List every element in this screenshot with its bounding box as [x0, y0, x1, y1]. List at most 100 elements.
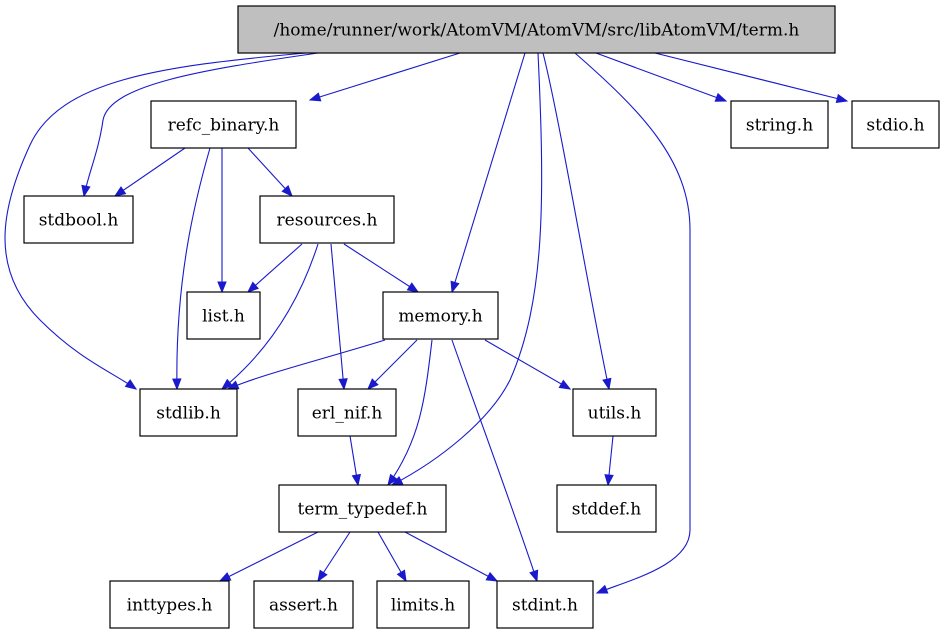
edge-term-to-utils — [542, 52, 612, 391]
arrowhead — [338, 378, 348, 391]
edge-refc-to-resources — [247, 147, 293, 197]
edge-line — [83, 52, 319, 197]
node-label: stddef.h — [572, 500, 641, 520]
node-box — [278, 484, 447, 533]
node-label: inttypes.h — [127, 596, 213, 616]
edge-resources-to-memory — [343, 243, 420, 293]
edge-line — [247, 147, 293, 197]
node-stdbool[interactable]: stdbool.h — [23, 195, 134, 244]
edge-line — [542, 52, 610, 390]
arrowhead — [485, 571, 499, 582]
arrowhead — [220, 378, 234, 390]
node-box — [139, 388, 238, 437]
edge-memory-to-stdlib — [226, 339, 386, 390]
edge-line — [404, 531, 498, 582]
edge-term-to-stdint — [574, 52, 691, 594]
arrowhead — [113, 186, 127, 197]
edge-resources-to-list — [246, 243, 303, 293]
node-term[interactable]: /home/runner/work/AtomVM/AtomVM/src/libA… — [237, 5, 836, 54]
edge-line — [221, 243, 319, 390]
node-label: string.h — [746, 116, 813, 136]
edge-line — [367, 339, 418, 390]
edge-term-to-string — [595, 52, 728, 102]
arrowhead — [367, 378, 379, 390]
node-assert[interactable]: assert.h — [253, 580, 354, 629]
edge-erlnif-to-termtypedef — [349, 435, 361, 487]
edge-term-to-stdbool — [81, 52, 319, 198]
node-label: assert.h — [269, 596, 338, 616]
node-label: list.h — [202, 307, 245, 327]
edge-term-to-stdio — [654, 52, 849, 104]
node-stdint[interactable]: stdint.h — [496, 580, 594, 629]
node-termtypedef[interactable]: term_typedef.h — [278, 484, 447, 533]
node-box — [572, 388, 657, 437]
node-label: stdint.h — [512, 596, 578, 616]
node-stdlib[interactable]: stdlib.h — [139, 388, 238, 437]
node-resources[interactable]: resources.h — [259, 195, 395, 244]
node-box — [556, 484, 657, 533]
node-box — [259, 195, 395, 244]
edge-memory-to-termtypedef — [387, 339, 433, 487]
arrowhead — [406, 282, 420, 293]
node-box — [496, 580, 594, 629]
edge-line — [343, 243, 419, 293]
node-stddef[interactable]: stddef.h — [556, 484, 657, 533]
arrowhead — [281, 185, 293, 197]
node-box — [730, 100, 829, 149]
edge-line — [595, 52, 727, 102]
arrowhead — [835, 93, 849, 104]
node-string[interactable]: string.h — [730, 100, 829, 149]
arrowhead — [317, 569, 328, 583]
arrowhead — [124, 379, 138, 390]
edge-termtypedef-to-limits — [377, 531, 407, 583]
arrowhead — [217, 281, 227, 294]
node-label: stdlib.h — [156, 404, 221, 424]
node-box — [376, 580, 470, 629]
arrowhead — [714, 92, 728, 102]
arrowhead — [604, 474, 614, 487]
edge-line — [114, 147, 186, 197]
edge-memory-to-erlnif — [367, 339, 418, 390]
edge-line — [451, 339, 538, 582]
edge-line — [227, 339, 386, 390]
node-label: stdio.h — [866, 116, 924, 136]
arrowhead — [172, 378, 182, 391]
node-utils[interactable]: utils.h — [572, 388, 657, 437]
edge-line — [330, 243, 345, 390]
node-label: /home/runner/work/AtomVM/AtomVM/src/libA… — [274, 21, 800, 41]
arrowhead — [558, 379, 572, 390]
node-limits[interactable]: limits.h — [376, 580, 470, 629]
edge-memory-to-utils — [484, 339, 572, 390]
node-label: limits.h — [391, 596, 455, 616]
edge-termtypedef-to-inttypes — [218, 531, 319, 582]
node-label: utils.h — [588, 404, 642, 424]
arrowhead — [218, 572, 232, 582]
node-label: resources.h — [277, 211, 378, 231]
nodes-layer: /home/runner/work/AtomVM/AtomVM/src/libA… — [23, 5, 940, 629]
edge-line — [309, 52, 461, 101]
arrowhead — [308, 92, 322, 102]
node-box — [851, 100, 940, 149]
arrowhead — [351, 473, 361, 487]
node-list[interactable]: list.h — [186, 291, 261, 340]
arrowhead — [529, 569, 539, 583]
node-box — [237, 5, 836, 54]
node-stdio[interactable]: stdio.h — [851, 100, 940, 149]
node-label: refc_binary.h — [168, 116, 280, 136]
node-box — [186, 291, 261, 340]
edge-line — [4, 52, 307, 390]
arrowhead — [595, 584, 609, 594]
node-erlnif[interactable]: erl_nif.h — [297, 388, 397, 437]
edge-line — [484, 339, 571, 390]
edge-utils-to-stddef — [604, 435, 614, 487]
edge-termtypedef-to-stdint — [404, 531, 499, 582]
node-refc[interactable]: refc_binary.h — [150, 100, 297, 149]
edge-term-to-stdlib — [4, 52, 307, 390]
node-inttypes[interactable]: inttypes.h — [109, 580, 230, 629]
edge-term-to-memory — [450, 52, 526, 294]
edge-line — [574, 52, 691, 594]
node-memory[interactable]: memory.h — [382, 291, 499, 340]
edge-line — [176, 147, 211, 390]
